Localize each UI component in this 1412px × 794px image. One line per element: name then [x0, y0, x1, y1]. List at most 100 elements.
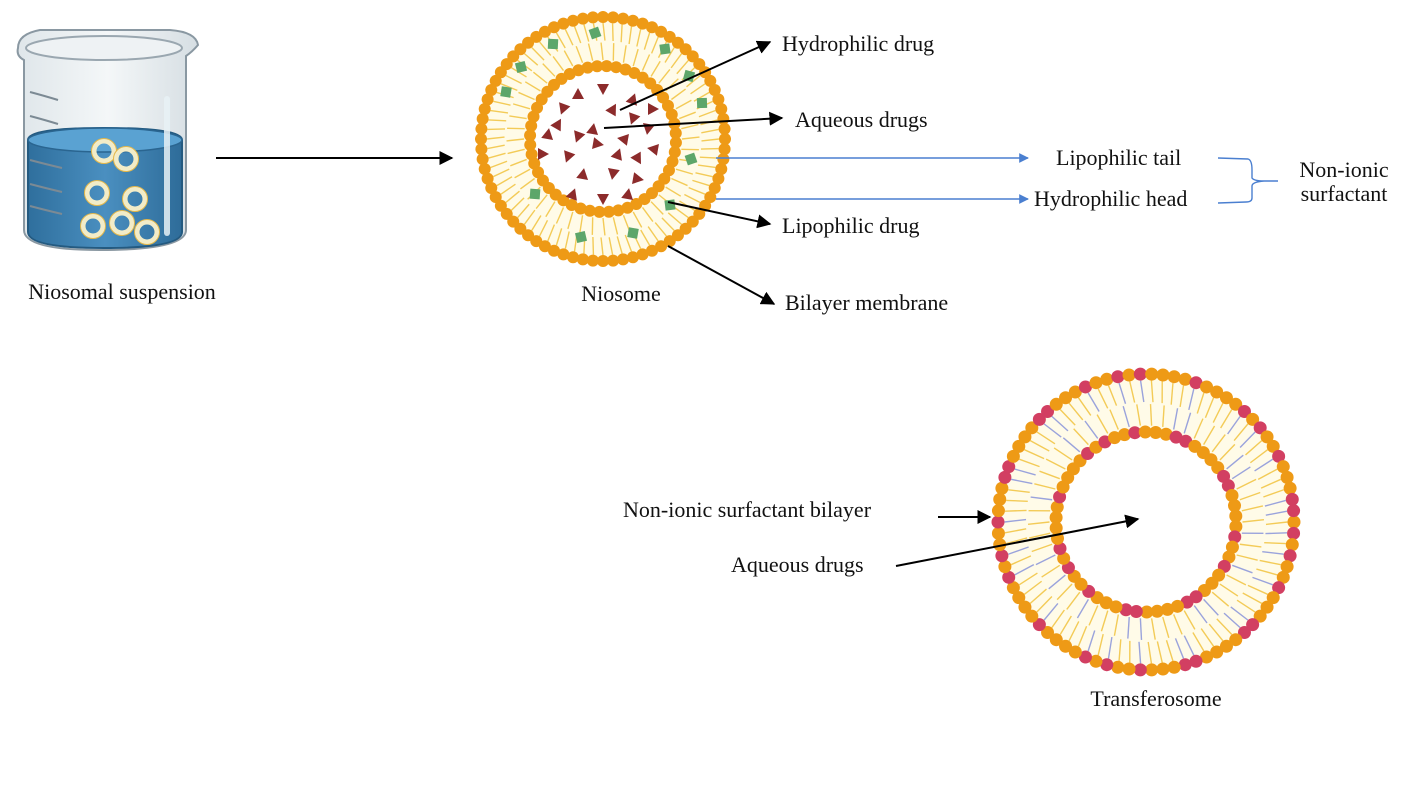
hydrophilic-head	[708, 182, 721, 195]
lipid-tail	[1150, 380, 1154, 403]
label-surfactant-bilayer: Non-ionic surfactant bilayer	[623, 497, 872, 522]
lipid-tail	[545, 201, 556, 218]
hydrophilic-drug-triangle	[597, 194, 609, 205]
pointer-transferosome-aqueous	[895, 514, 1140, 567]
lipid-tail	[1036, 431, 1056, 445]
hydrophilic-head	[1283, 481, 1297, 495]
hydrophilic-head	[1111, 660, 1125, 674]
hydrophilic-head	[557, 17, 570, 30]
hydrophilic-head	[485, 83, 498, 96]
lipid-tail	[675, 99, 692, 110]
hydrophilic-head	[1078, 650, 1092, 664]
lipid-tail	[1196, 392, 1205, 414]
label-nonionic-line1: Non-ionic	[1299, 157, 1389, 182]
hydrophilic-head	[478, 162, 491, 175]
lipid-tail	[602, 217, 606, 236]
lipid-tail	[1227, 415, 1241, 435]
hydrophilic-head	[1159, 427, 1173, 441]
lipid-tail	[1027, 521, 1050, 526]
lipid-tail	[676, 59, 689, 75]
lipophilic-drug-square	[664, 199, 676, 211]
lipid-tail	[643, 32, 651, 50]
label-hydrophilic-head: Hydrophilic head	[1034, 186, 1188, 211]
lipid-tail	[611, 23, 614, 42]
hydrophilic-head	[1156, 662, 1170, 676]
lipid-tail	[1087, 392, 1100, 412]
lipid-tail	[681, 136, 700, 140]
niosome-caption: Niosome	[581, 281, 661, 306]
hydrophilic-head	[617, 12, 630, 25]
lipophilic-drug-square	[684, 152, 698, 166]
lipid-tail	[1230, 606, 1249, 621]
lipid-tail	[555, 32, 566, 49]
lipid-tail	[564, 28, 574, 46]
lipid-tail	[563, 50, 574, 67]
hydrophilic-head	[602, 205, 615, 218]
hydrophilic-head	[525, 119, 538, 132]
hydrophilic-head	[1041, 625, 1055, 639]
label-lipophilic-drug: Lipophilic drug	[782, 213, 920, 238]
hydrophilic-head	[1189, 654, 1203, 668]
vesicle-ring	[113, 146, 139, 172]
hydrophilic-drug-triangle	[610, 148, 622, 161]
hydrophilic-head	[1068, 645, 1082, 659]
lipid-tail	[641, 207, 654, 223]
lipid-tail	[1264, 541, 1286, 545]
lipid-tail	[1265, 521, 1288, 526]
hydrophilic-head	[621, 201, 634, 214]
lipid-tail	[632, 48, 639, 67]
lipid-tail	[1084, 420, 1099, 439]
hydrophilic-head	[1266, 591, 1280, 605]
vesicle-ring	[109, 210, 135, 236]
lipid-tail	[1136, 404, 1142, 426]
hydrophilic-head	[1246, 618, 1260, 632]
lipid-tail	[487, 128, 506, 131]
lipid-tail	[1165, 640, 1174, 662]
hydrophilic-head	[600, 60, 613, 73]
hydrophilic-head	[669, 127, 682, 140]
lipid-tail	[524, 81, 541, 92]
lipid-tail	[1183, 635, 1195, 656]
lipid-tail	[1219, 583, 1239, 597]
lipid-tail	[1023, 580, 1043, 595]
hydrophilic-drug-triangle	[632, 172, 644, 185]
lipid-tail	[512, 103, 531, 110]
hydrophilic-head	[991, 526, 1005, 540]
hydrophilic-head	[1025, 421, 1039, 435]
lipid-tail	[1192, 632, 1205, 652]
hydrophilic-head	[610, 61, 623, 74]
hydrophilic-head	[586, 254, 599, 267]
lipid-tail	[1031, 543, 1053, 553]
lipid-tail	[665, 186, 682, 197]
pointer-hydrophilic-drug	[619, 40, 772, 111]
hydrophilic-drug-triangle	[621, 188, 634, 200]
lipid-tail	[500, 83, 518, 92]
hydrophilic-head	[1221, 479, 1235, 493]
hydrophilic-head	[1178, 658, 1192, 672]
lipid-tail	[1216, 618, 1233, 636]
lipid-tail	[1239, 543, 1262, 548]
lipid-tail	[1211, 434, 1226, 453]
hydrophilic-head	[1246, 412, 1260, 426]
lipid-tail	[587, 43, 594, 61]
lipid-tail	[1005, 537, 1028, 545]
hydrophilic-head	[581, 61, 594, 74]
lipid-tail	[539, 41, 552, 56]
hydrophilic-head	[1287, 515, 1301, 529]
hydrophilic-head	[704, 191, 717, 204]
label-nonionic-surfactant: Non-ionic surfactant	[1282, 157, 1406, 206]
lipid-tail	[675, 168, 694, 175]
hydrophilic-head	[1133, 663, 1147, 677]
hydrophilic-head	[1229, 509, 1243, 523]
hydrophilic-head	[1160, 602, 1174, 616]
inner-core	[1056, 432, 1236, 612]
lipid-tail	[664, 47, 675, 63]
lipid-tail	[1203, 425, 1216, 445]
lipid-tail	[510, 197, 525, 211]
hydrophilic-drug-triangle	[592, 137, 604, 150]
hydrophilic-head	[663, 235, 676, 248]
hydrophilic-head	[712, 93, 725, 106]
glass-highlight	[164, 96, 170, 236]
hydrophilic-head	[991, 515, 1005, 529]
lipophilic-drug-square	[529, 188, 541, 200]
